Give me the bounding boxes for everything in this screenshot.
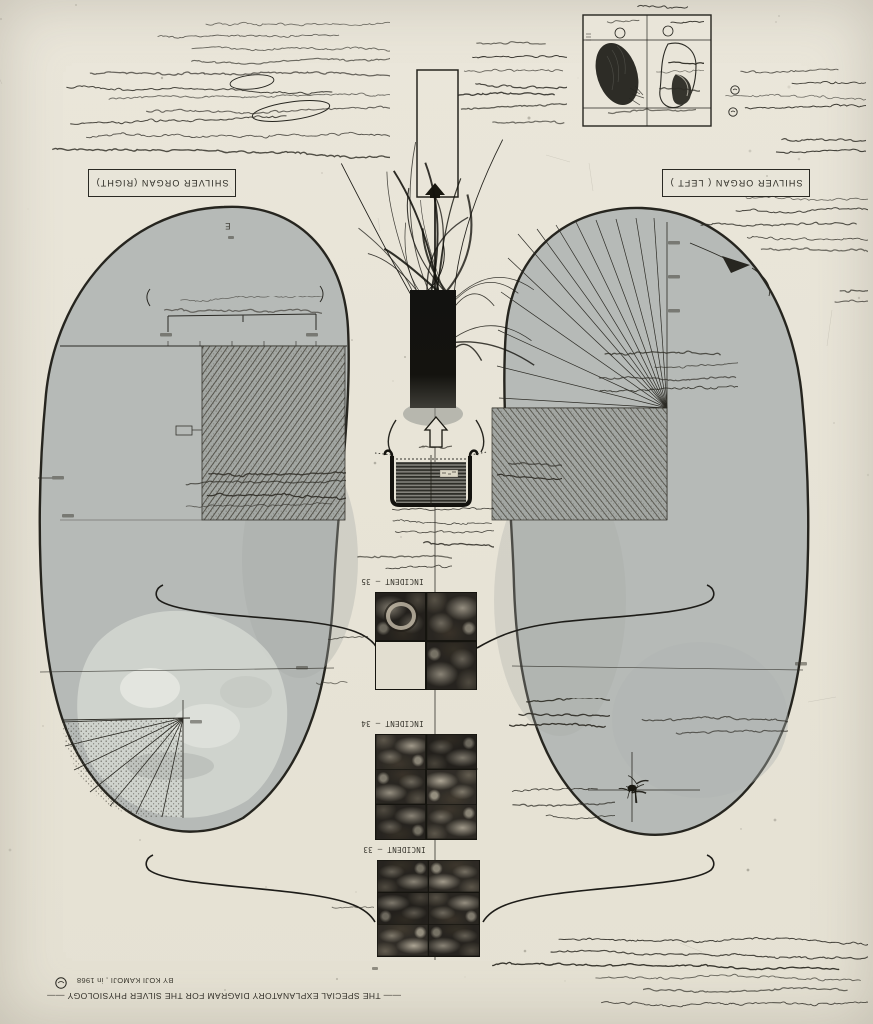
dark-organ-shape [595, 42, 639, 106]
organ-right-label: SHILVER ORGAN (RIGHT) [88, 169, 236, 197]
photo-cell [429, 861, 479, 892]
central-column [340, 69, 535, 960]
lung-marker: E [225, 220, 231, 230]
photo-cell [376, 593, 426, 641]
incident-label: INCIDENT — 34 [361, 719, 424, 728]
artwork-title: —— THE SPECIAL EXPLANATORY DIAGRAM FOR T… [46, 991, 401, 1001]
photo-cell [426, 593, 476, 641]
outline-organ-shape [659, 42, 697, 109]
incident-photo-grid [375, 592, 477, 690]
photo-cell [426, 641, 476, 689]
bird-arrow-scribble [689, 242, 771, 297]
incident-photo-grid [375, 734, 477, 840]
photo-cell [376, 805, 426, 839]
photo-cell [426, 770, 476, 804]
organ-left-label: SHILVER ORGAN ( LEFT ) [662, 169, 810, 197]
incident-label: INCIDENT — 35 [361, 577, 424, 586]
curly-braces [145, 584, 715, 923]
fly-scribble [618, 775, 649, 804]
artwork-byline: BY KOJI KAMOJI , in 1968 [76, 976, 174, 985]
incident-label: INCIDENT — 33 [363, 845, 426, 854]
photo-cell [378, 893, 428, 924]
left-silver-organ [38, 205, 358, 833]
photo-cell [378, 925, 428, 956]
black-chimney [410, 290, 456, 408]
blank-cell [376, 641, 426, 689]
photo-cell [378, 861, 428, 892]
up-arrow-icon [425, 183, 445, 198]
photo-cell [426, 805, 476, 839]
photo-cell [429, 893, 479, 924]
incident-photo-grid [377, 860, 480, 957]
photo-cell [376, 735, 426, 769]
tick-labels [52, 236, 807, 970]
specimen-tank [374, 449, 488, 507]
photo-cell [376, 770, 426, 804]
photo-cell [429, 925, 479, 956]
photo-cell [426, 735, 476, 769]
